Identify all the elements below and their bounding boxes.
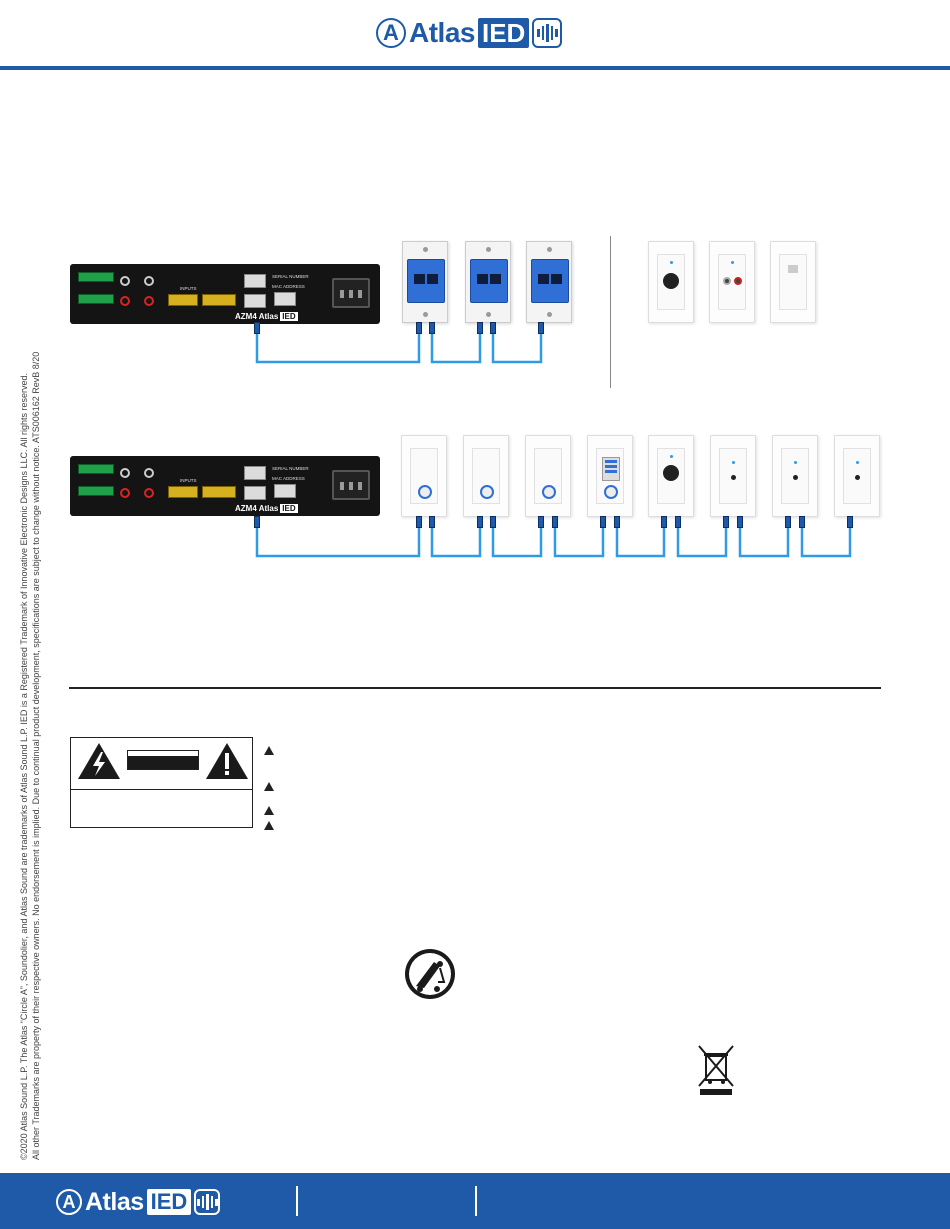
logo-wordmark: Atlas <box>85 1187 144 1216</box>
bluetooth-wall-plate <box>770 241 816 323</box>
sound-bars-icon <box>532 18 563 48</box>
power-inlet <box>332 470 370 500</box>
rj45-connector <box>490 322 496 334</box>
rj45-connector <box>538 322 544 334</box>
rj45-connector <box>723 516 729 528</box>
atlasied-logo: A Atlas IED <box>376 16 563 50</box>
rj45-connector <box>477 322 483 334</box>
cart-tip-over-icon <box>405 949 455 999</box>
rj45-connector <box>416 322 422 334</box>
volume-wall-plate <box>525 435 571 517</box>
warning-bullet-icon <box>264 806 274 815</box>
rj45-connector <box>675 516 681 528</box>
circle-a-icon: A <box>56 1189 82 1215</box>
cable-diagram-bottom <box>255 524 852 558</box>
exclamation-warning-icon <box>206 743 248 779</box>
rj45-connector <box>538 516 544 528</box>
inputs-label: INPUTS <box>180 286 197 291</box>
button-wall-plate <box>772 435 818 517</box>
serial-label: SERIAL NUMBER <box>272 466 309 471</box>
warning-bullet-icon <box>264 782 274 791</box>
caution-box <box>70 737 253 828</box>
warning-bullet-icon <box>264 821 274 830</box>
electric-shock-warning-icon <box>78 743 120 779</box>
rj45-connector <box>600 516 606 528</box>
button-wall-plate <box>834 435 880 517</box>
rj45-connector <box>477 516 483 528</box>
amplifier-device-top: SERIAL NUMBER MAC ADDRESS INPUTS AZM4 At… <box>70 264 380 324</box>
jack-plate <box>402 241 448 323</box>
rj45-connector <box>661 516 667 528</box>
rca-wall-plate <box>709 241 755 323</box>
rj45-connector <box>847 516 853 528</box>
logo-wordmark: Atlas <box>409 17 475 48</box>
inputs-label: INPUTS <box>180 478 197 483</box>
mac-label: MAC ADDRESS <box>272 284 305 289</box>
xlr-wall-plate <box>648 241 694 323</box>
jack-plate <box>465 241 511 323</box>
rj45-connector <box>785 516 791 528</box>
rj45-connector <box>490 516 496 528</box>
xlr-wall-plate <box>648 435 694 517</box>
volume-wall-plate <box>401 435 447 517</box>
amplifier-device-bottom: SERIAL NUMBER MAC ADDRESS INPUTS AZM4 At… <box>70 456 380 516</box>
warning-bullet-icon <box>264 746 274 755</box>
footer-separator <box>296 1186 298 1216</box>
circle-a-icon: A <box>376 18 406 48</box>
power-inlet <box>332 278 370 308</box>
sound-bars-icon <box>194 1189 221 1215</box>
serial-label: SERIAL NUMBER <box>272 274 309 279</box>
section-rule <box>69 687 881 689</box>
rj45-connector <box>737 516 743 528</box>
caution-box-divider <box>71 789 252 790</box>
rj45-connector <box>429 322 435 334</box>
rj45-connector <box>799 516 805 528</box>
rj45-connector <box>416 516 422 528</box>
volume-wall-plate <box>463 435 509 517</box>
rj45-connector <box>614 516 620 528</box>
rj45-connector <box>552 516 558 528</box>
caution-label <box>127 750 199 770</box>
footer-separator <box>475 1186 477 1216</box>
header-rule <box>0 66 950 70</box>
weee-bin-icon <box>698 1045 734 1095</box>
cable-diagram-top <box>255 330 543 364</box>
diagram-divider <box>610 236 611 388</box>
lcd-wall-plate <box>587 435 633 517</box>
jack-plate <box>526 241 572 323</box>
button-wall-plate <box>710 435 756 517</box>
logo-ied: IED <box>477 18 530 48</box>
footer-atlasied-logo: A Atlas IED <box>56 1187 221 1217</box>
logo-ied: IED <box>146 1189 192 1215</box>
mac-label: MAC ADDRESS <box>272 476 305 481</box>
rj45-connector <box>254 322 260 334</box>
rj45-connector <box>254 516 260 528</box>
rj45-connector <box>429 516 435 528</box>
